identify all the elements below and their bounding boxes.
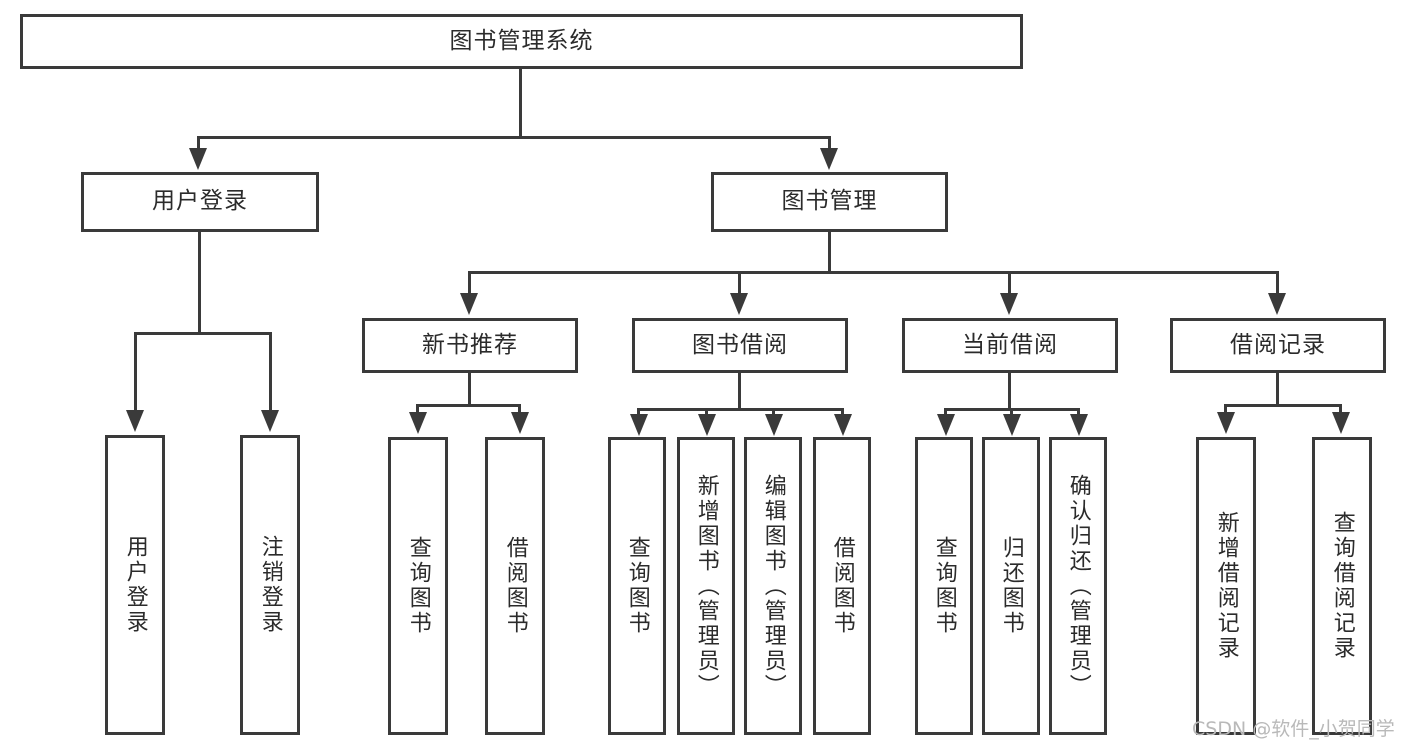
edge-user-login-bus — [134, 332, 272, 335]
node-current-borrow-label: 当前借阅 — [962, 331, 1058, 358]
arrowhead-records-1 — [1217, 412, 1235, 434]
edge-level2-drop-3 — [1008, 271, 1011, 297]
edge-user-login-drop-2 — [269, 332, 272, 414]
edge-new-book-drop-2 — [518, 404, 521, 416]
arrowhead-current-borrow-1 — [937, 414, 955, 436]
leaf-book-borrow-4[interactable]: 借阅图书 — [813, 437, 871, 735]
arrowhead-book-borrow-1 — [630, 414, 648, 436]
leaf-book-borrow-3[interactable]: 编辑图书（管理员） — [744, 437, 802, 735]
leaf-new-book-2-label: 借阅图书 — [502, 536, 528, 636]
edge-records-drop-1 — [1224, 404, 1227, 416]
edge-records-drop-2 — [1339, 404, 1342, 416]
leaf-book-borrow-2-label: 新增图书（管理员） — [693, 473, 719, 699]
edge-new-book-drop-1 — [416, 404, 419, 416]
leaf-new-book-2[interactable]: 借阅图书 — [485, 437, 545, 735]
leaf-user-login-1-label: 用户登录 — [122, 535, 148, 635]
arrowhead-level2-2 — [730, 293, 748, 315]
edge-book-borrow-bus — [637, 408, 844, 411]
node-root[interactable]: 图书管理系统 — [20, 14, 1023, 69]
arrowhead-new-book-2 — [511, 412, 529, 434]
edge-root-stem — [519, 69, 522, 138]
node-book-borrow[interactable]: 图书借阅 — [632, 318, 848, 373]
leaf-records-1-label: 新增借阅记录 — [1213, 511, 1239, 661]
arrowhead-user-login-leaf-1 — [126, 410, 144, 432]
edge-current-borrow-drop-1 — [944, 408, 947, 418]
edge-new-book-stem — [468, 373, 471, 406]
leaf-book-borrow-2[interactable]: 新增图书（管理员） — [677, 437, 735, 735]
edge-records-bus — [1224, 404, 1342, 407]
leaf-records-1[interactable]: 新增借阅记录 — [1196, 437, 1256, 735]
edge-book-borrow-drop-4 — [841, 408, 844, 418]
arrowhead-book-borrow-3 — [765, 414, 783, 436]
node-root-label: 图书管理系统 — [449, 27, 594, 54]
edge-level1-drop-book — [828, 136, 831, 152]
edge-book-borrow-stem — [738, 373, 741, 410]
node-new-book-recommend[interactable]: 新书推荐 — [362, 318, 578, 373]
arrowhead-level2-3 — [1000, 293, 1018, 315]
node-book-management-label: 图书管理 — [781, 188, 878, 215]
leaf-current-borrow-1[interactable]: 查询图书 — [915, 437, 973, 735]
node-borrow-records-label: 借阅记录 — [1230, 331, 1326, 358]
edge-book-mgmt-stem — [828, 232, 831, 273]
arrowhead-current-borrow-2 — [1003, 414, 1021, 436]
edge-book-borrow-drop-1 — [637, 408, 640, 418]
node-new-book-recommend-label: 新书推荐 — [422, 331, 518, 358]
node-book-management[interactable]: 图书管理 — [711, 172, 948, 232]
leaf-current-borrow-3-label: 确认归还（管理员） — [1065, 473, 1091, 699]
edge-level2-drop-4 — [1276, 271, 1279, 297]
leaf-book-borrow-4-label: 借阅图书 — [829, 536, 855, 636]
leaf-book-borrow-3-label: 编辑图书（管理员） — [760, 473, 786, 699]
edge-level2-drop-2 — [738, 271, 741, 297]
edge-book-borrow-drop-2 — [705, 408, 708, 418]
edge-user-login-stem — [198, 232, 201, 334]
edge-book-borrow-drop-3 — [772, 408, 775, 418]
edge-records-stem — [1276, 373, 1279, 406]
leaf-book-borrow-1[interactable]: 查询图书 — [608, 437, 666, 735]
arrowhead-current-borrow-3 — [1070, 414, 1088, 436]
node-book-borrow-label: 图书借阅 — [692, 331, 788, 358]
arrowhead-user-login-leaf-2 — [261, 410, 279, 432]
leaf-records-2[interactable]: 查询借阅记录 — [1312, 437, 1372, 735]
edge-current-borrow-drop-2 — [1010, 408, 1013, 418]
edge-user-login-drop-1 — [134, 332, 137, 414]
leaf-book-borrow-1-label: 查询图书 — [624, 536, 650, 636]
edge-level1-drop-user — [197, 136, 200, 152]
leaf-current-borrow-3[interactable]: 确认归还（管理员） — [1049, 437, 1107, 735]
leaf-new-book-1-label: 查询图书 — [405, 536, 431, 636]
edge-current-borrow-drop-3 — [1077, 408, 1080, 418]
leaf-current-borrow-2-label: 归还图书 — [998, 536, 1024, 636]
leaf-current-borrow-1-label: 查询图书 — [931, 536, 957, 636]
leaf-user-login-1[interactable]: 用户登录 — [105, 435, 165, 735]
arrowhead-new-book-1 — [409, 412, 427, 434]
arrowhead-level2-4 — [1268, 293, 1286, 315]
leaf-new-book-1[interactable]: 查询图书 — [388, 437, 448, 735]
arrowhead-level2-1 — [460, 293, 478, 315]
arrowhead-book-borrow-4 — [834, 414, 852, 436]
leaf-current-borrow-2[interactable]: 归还图书 — [982, 437, 1040, 735]
edge-level1-bus — [197, 136, 831, 139]
watermark-csdn: CSDN @软件_小贺同学 — [1192, 718, 1395, 740]
arrowhead-to-user-login — [189, 148, 207, 170]
node-user-login[interactable]: 用户登录 — [81, 172, 319, 232]
edge-new-book-bus — [416, 404, 521, 407]
arrowhead-records-2 — [1332, 412, 1350, 434]
leaf-user-login-2[interactable]: 注销登录 — [240, 435, 300, 735]
arrowhead-book-borrow-2 — [698, 414, 716, 436]
leaf-user-login-2-label: 注销登录 — [257, 535, 283, 635]
edge-current-borrow-stem — [1008, 373, 1011, 410]
node-user-login-label: 用户登录 — [152, 188, 248, 215]
edge-level2-bus — [468, 271, 1279, 274]
edge-level2-drop-1 — [468, 271, 471, 297]
node-borrow-records[interactable]: 借阅记录 — [1170, 318, 1386, 373]
leaf-records-2-label: 查询借阅记录 — [1329, 511, 1355, 661]
node-current-borrow[interactable]: 当前借阅 — [902, 318, 1118, 373]
arrowhead-to-book-mgmt — [820, 148, 838, 170]
